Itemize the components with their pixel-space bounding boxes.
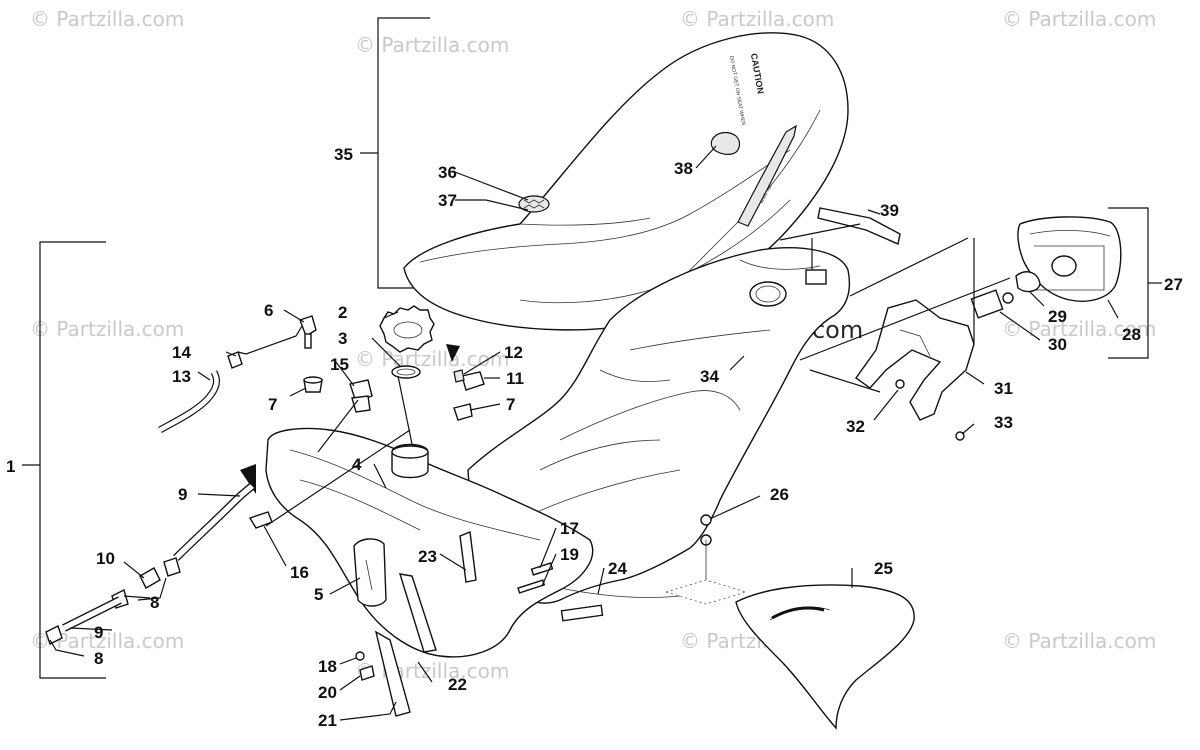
callout-11: 11 — [506, 369, 524, 388]
watermark: © Partzilla.com — [1002, 7, 1156, 31]
callout-15: 15 — [330, 355, 349, 374]
callout-30: 30 — [1048, 335, 1067, 354]
callout-35: 35 — [334, 145, 353, 164]
hoses — [45, 351, 255, 645]
callout-16: 16 — [290, 563, 309, 582]
watermarks: © Partzilla.com © Partzilla.com © Partzi… — [30, 7, 1156, 683]
callout-7b: 7 — [506, 395, 515, 414]
watermark: © Partzilla.com — [30, 317, 184, 341]
chassis-body — [467, 247, 851, 622]
group-brackets — [22, 17, 1162, 679]
callout-8a: 8 — [150, 593, 159, 612]
callout-4: 4 — [352, 455, 362, 474]
callout-18: 18 — [318, 657, 337, 676]
callout-9b: 9 — [94, 623, 103, 642]
callout-34: 34 — [700, 367, 719, 386]
callout-labels: 1 2 3 4 5 6 7 7 8 8 9 9 10 11 12 13 14 1… — [6, 145, 1183, 730]
watermark: © Partzilla.com — [30, 7, 184, 31]
callout-29: 29 — [1048, 307, 1067, 326]
callout-26: 26 — [770, 485, 789, 504]
callout-39: 39 — [880, 201, 899, 220]
callout-17: 17 — [560, 519, 579, 538]
callout-2: 2 — [338, 303, 347, 322]
callout-13: 13 — [172, 367, 191, 386]
watermark: © Partzilla.com — [680, 7, 834, 31]
callout-23: 23 — [418, 547, 437, 566]
callout-31: 31 — [994, 379, 1013, 398]
callout-1: 1 — [6, 457, 15, 476]
callout-28: 28 — [1122, 325, 1141, 344]
rear-shield — [735, 584, 915, 730]
watermark: © Partzilla.com — [355, 659, 509, 683]
callout-5: 5 — [314, 585, 323, 604]
callout-12: 12 — [504, 343, 523, 362]
callout-3: 3 — [338, 329, 347, 348]
callout-27: 27 — [1164, 275, 1183, 294]
taillight-bracket — [855, 299, 975, 441]
callout-6: 6 — [264, 301, 273, 320]
watermark: © Partzilla.com — [1002, 317, 1156, 341]
callout-36: 36 — [438, 163, 457, 182]
watermark: © Partzilla.com — [355, 33, 509, 57]
fuel-tank — [265, 427, 594, 658]
seat-strap-39 — [817, 207, 901, 245]
callout-19: 19 — [560, 545, 579, 564]
callout-8b: 8 — [94, 649, 103, 668]
watermark: © Partzilla.com — [355, 347, 509, 371]
vent-arrow — [446, 344, 460, 362]
callout-22: 22 — [448, 675, 467, 694]
fuel-cap — [379, 305, 435, 379]
callout-7a: 7 — [268, 395, 277, 414]
watermark: © Partzilla.com — [1002, 629, 1156, 653]
callout-10: 10 — [96, 549, 115, 568]
callout-21: 21 — [318, 711, 337, 730]
callout-37: 37 — [438, 191, 457, 210]
callout-25: 25 — [874, 559, 893, 578]
callout-38: 38 — [674, 159, 693, 178]
callout-20: 20 — [318, 683, 337, 702]
callout-14: 14 — [172, 343, 191, 362]
callout-9a: 9 — [178, 485, 187, 504]
taillight-assembly — [970, 216, 1122, 319]
callout-33: 33 — [994, 413, 1013, 432]
leader-lines — [49, 145, 1119, 721]
callout-24: 24 — [608, 559, 627, 578]
vent-fittings — [240, 315, 485, 494]
hardware-bolt-26 — [664, 514, 748, 605]
callout-32: 32 — [846, 417, 865, 436]
